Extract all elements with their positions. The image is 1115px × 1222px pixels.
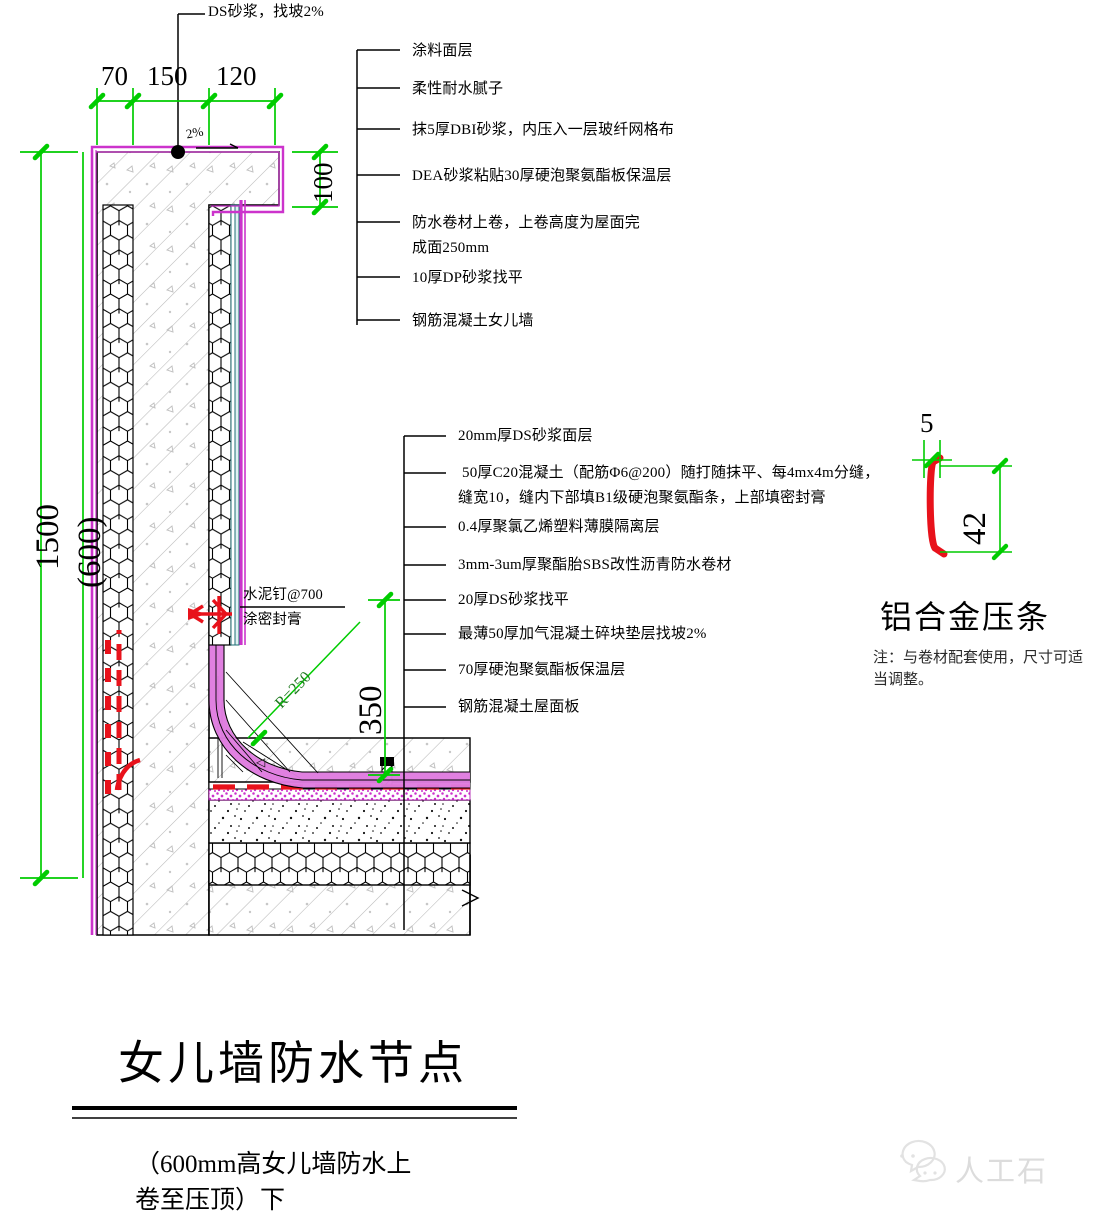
dimension-70: 70 [101,61,128,91]
dimension-1500: 1500 [30,504,66,570]
cement-nail-note-line2: 涂密封膏 [243,612,302,628]
roof-layer-label-1: 50厚C20混凝土（配筋Φ6@200）随打随抹平、每4mx4m分缝， [462,465,880,481]
wall-layer-label-1: 柔性耐水腻子 [412,81,504,97]
aluminum-width-dimension: 5 [920,408,934,438]
wall-layer-label-3: DEA砂浆粘贴30厚硬泡聚氨酯板保温层 [412,168,672,184]
aluminum-note-line1: 注：与卷材配套使用，尺寸可适 [873,650,1084,666]
watermark-label: 人工石 [955,1156,1049,1188]
aluminum-strip-shape [926,454,948,558]
dimension-ticks [32,92,394,887]
wechat-icon [900,1139,946,1183]
parapet-outer-insulation [102,204,134,936]
roof-leader-bracket [403,435,446,930]
aluminum-height-dimension: 42 [957,512,993,545]
cove-bead-red [114,757,141,791]
cement-nail-arrow [188,608,206,620]
wall-layer-label-4b: 成面250mm [412,240,490,256]
coping-membrane [90,145,285,216]
parapet-inner-insulation [208,204,232,646]
page-subtitle-line1: （600mm高女儿墙防水上 [135,1151,412,1178]
dimension-350: 350 [353,685,389,736]
aluminum-dimension-ticks [923,451,1009,561]
page-title: 女儿墙防水节点 [118,1038,468,1089]
coping-slope-arrow [196,143,239,149]
roof-layer-label-5: 最薄50厚加气混凝土碎块垫层找坡2% [458,626,707,642]
dimension-600: (600) [72,516,108,588]
parapet-inner-coatings [230,204,240,646]
roof-layer-label-4: 20厚DS砂浆找平 [458,592,569,608]
dimension-150: 150 [147,61,188,91]
roof-layer-label-3: 3mm-3um厚聚酯胎SBS改性沥青防水卷材 [458,557,732,573]
roof-layer-label-0: 20mm厚DS砂浆面层 [458,428,593,444]
wall-layer-label-4: 防水卷材上卷，上卷高度为屋面完 [412,215,641,231]
break-line [461,855,480,935]
top-note-label: DS砂浆，找坡2% [208,4,324,20]
roof-layer-label-6: 70厚硬泡聚氨酯板保温层 [458,662,626,678]
roof-layer-label-2: 0.4厚聚氯乙烯塑料薄膜隔离层 [458,519,660,535]
aluminum-note-line2: 当调整。 [873,672,934,688]
page-subtitle-line2: 卷至压顶）下 [135,1187,286,1214]
dimension-120: 120 [216,61,257,91]
watermark: 人工石 [955,1148,1048,1190]
parapet-membrane-turnup [239,200,246,645]
dimension-100: 100 [308,162,338,204]
roof-layer-label-1b: 缝宽10，缝内下部填B1级硬泡聚氨酯条，上部填密封膏 [458,490,826,506]
roof-layer-label-7: 钢筋混凝土屋面板 [458,699,580,715]
upper-leader-bracket [356,49,400,325]
slope-mark-label: 2% [184,123,205,142]
wall-layer-label-2: 抹5厚DBI砂浆，内压入一层玻纤网格布 [412,122,675,138]
wall-layer-label-0: 涂料面层 [412,43,473,59]
svg-text:◁: ◁ [256,755,266,769]
aluminum-strip-title: 铝合金压条 [880,599,1051,635]
cove-membrane-band [208,622,470,789]
parapet-outer-render [90,150,97,935]
title-underline [72,1106,517,1119]
wall-layer-label-5: 10厚DP砂浆找平 [412,270,523,286]
wall-layer-label-6: 钢筋混凝土女儿墙 [412,313,534,329]
cement-nail-note-line1: 水泥钉@700 [243,587,324,603]
